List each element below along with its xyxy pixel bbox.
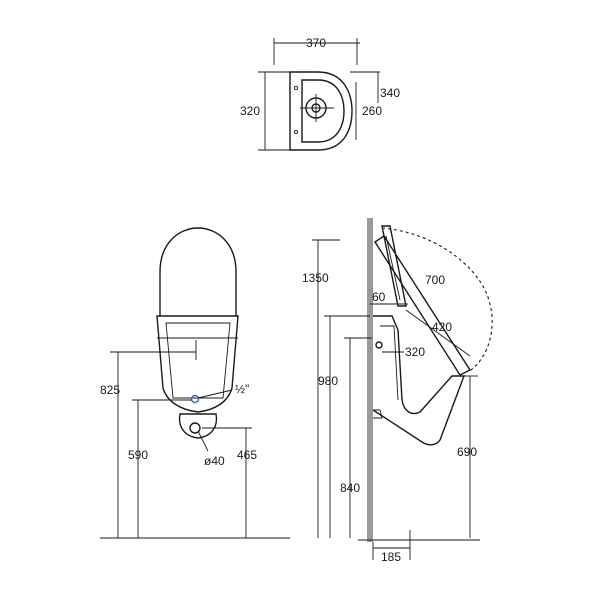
front-siphon — [178, 413, 218, 439]
side-height-980: 980 — [318, 374, 338, 388]
top-bowl-inner — [301, 79, 345, 143]
top-fix-hole-2 — [293, 129, 299, 135]
side-lid-open — [374, 235, 472, 376]
inlet-size-label: ½" — [235, 382, 249, 396]
offset-60: 60 — [372, 290, 386, 304]
side-lid — [381, 225, 407, 307]
outlet-circle — [189, 422, 201, 434]
top-depth-inner-label: 260 — [362, 104, 382, 118]
top-outline — [289, 71, 353, 151]
top-view: 370 320 340 260 — [240, 36, 400, 151]
front-body — [156, 315, 239, 413]
wall-projection-185: 185 — [381, 550, 401, 564]
inlet-circle — [190, 394, 200, 404]
lid-swing-arc — [381, 227, 493, 373]
top-depth-label: 320 — [240, 104, 260, 118]
top-width-label: 370 — [306, 36, 326, 50]
lid-radius-700: 700 — [425, 273, 445, 287]
side-view: 1350 980 840 700 420 60 320 — [302, 218, 493, 564]
lid-depth-420: 420 — [432, 320, 452, 334]
top-fix-hole-1 — [293, 85, 299, 91]
side-body — [372, 315, 466, 446]
offset-320: 320 — [405, 345, 425, 359]
top-depth-outer-label: 340 — [380, 86, 400, 100]
side-height-690: 690 — [457, 445, 477, 459]
side-height-840: 840 — [340, 481, 360, 495]
side-sensor — [375, 341, 383, 349]
front-view: 825 590 465 ½" ø40 — [100, 227, 290, 539]
front-height-825: 825 — [100, 383, 120, 397]
front-height-465: 465 — [237, 448, 257, 462]
front-lid — [159, 227, 237, 316]
outlet-diameter-label: ø40 — [204, 454, 225, 468]
wall — [367, 218, 373, 542]
side-height-1350: 1350 — [302, 271, 329, 285]
front-height-590: 590 — [128, 448, 148, 462]
